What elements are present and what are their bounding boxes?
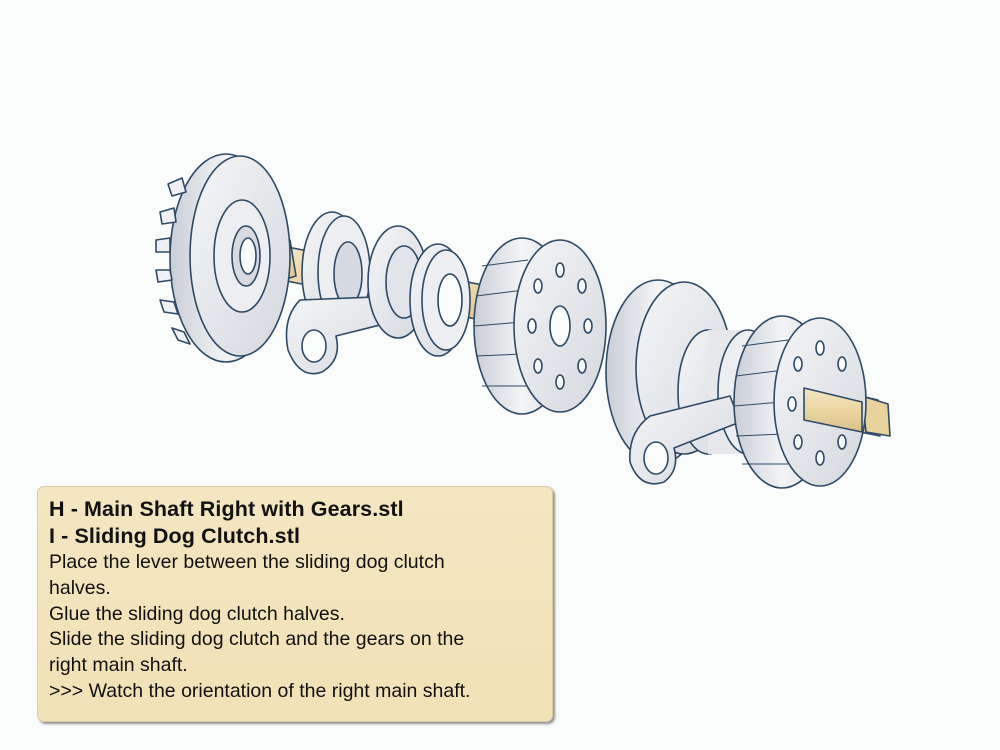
part-title-h: H - Main Shaft Right with Gears.stl bbox=[49, 497, 404, 521]
large-gear-left bbox=[155, 153, 291, 363]
instruction-warning: >>> Watch the orientation of the right m… bbox=[49, 679, 471, 702]
instruction-line: right main shaft. bbox=[49, 654, 188, 677]
large-gear-front bbox=[733, 315, 867, 489]
instruction-line: Slide the sliding dog clutch and the gea… bbox=[49, 628, 465, 651]
part-title-i: I - Sliding Dog Clutch.stl bbox=[49, 524, 301, 548]
instruction-line: halves. bbox=[49, 576, 111, 599]
instruction-caption: H - Main Shaft Right with Gears.stl I - … bbox=[37, 486, 553, 722]
left-main-shaft-assembly bbox=[155, 153, 607, 415]
right-main-shaft-assembly bbox=[605, 279, 891, 489]
dog-clutch-half-right bbox=[409, 243, 471, 357]
shift-lever-right bbox=[629, 395, 741, 485]
large-gear-center bbox=[473, 237, 607, 415]
instruction-line: Glue the sliding dog clutch halves. bbox=[49, 602, 345, 625]
instruction-line: Place the lever between the sliding dog … bbox=[49, 551, 445, 573]
